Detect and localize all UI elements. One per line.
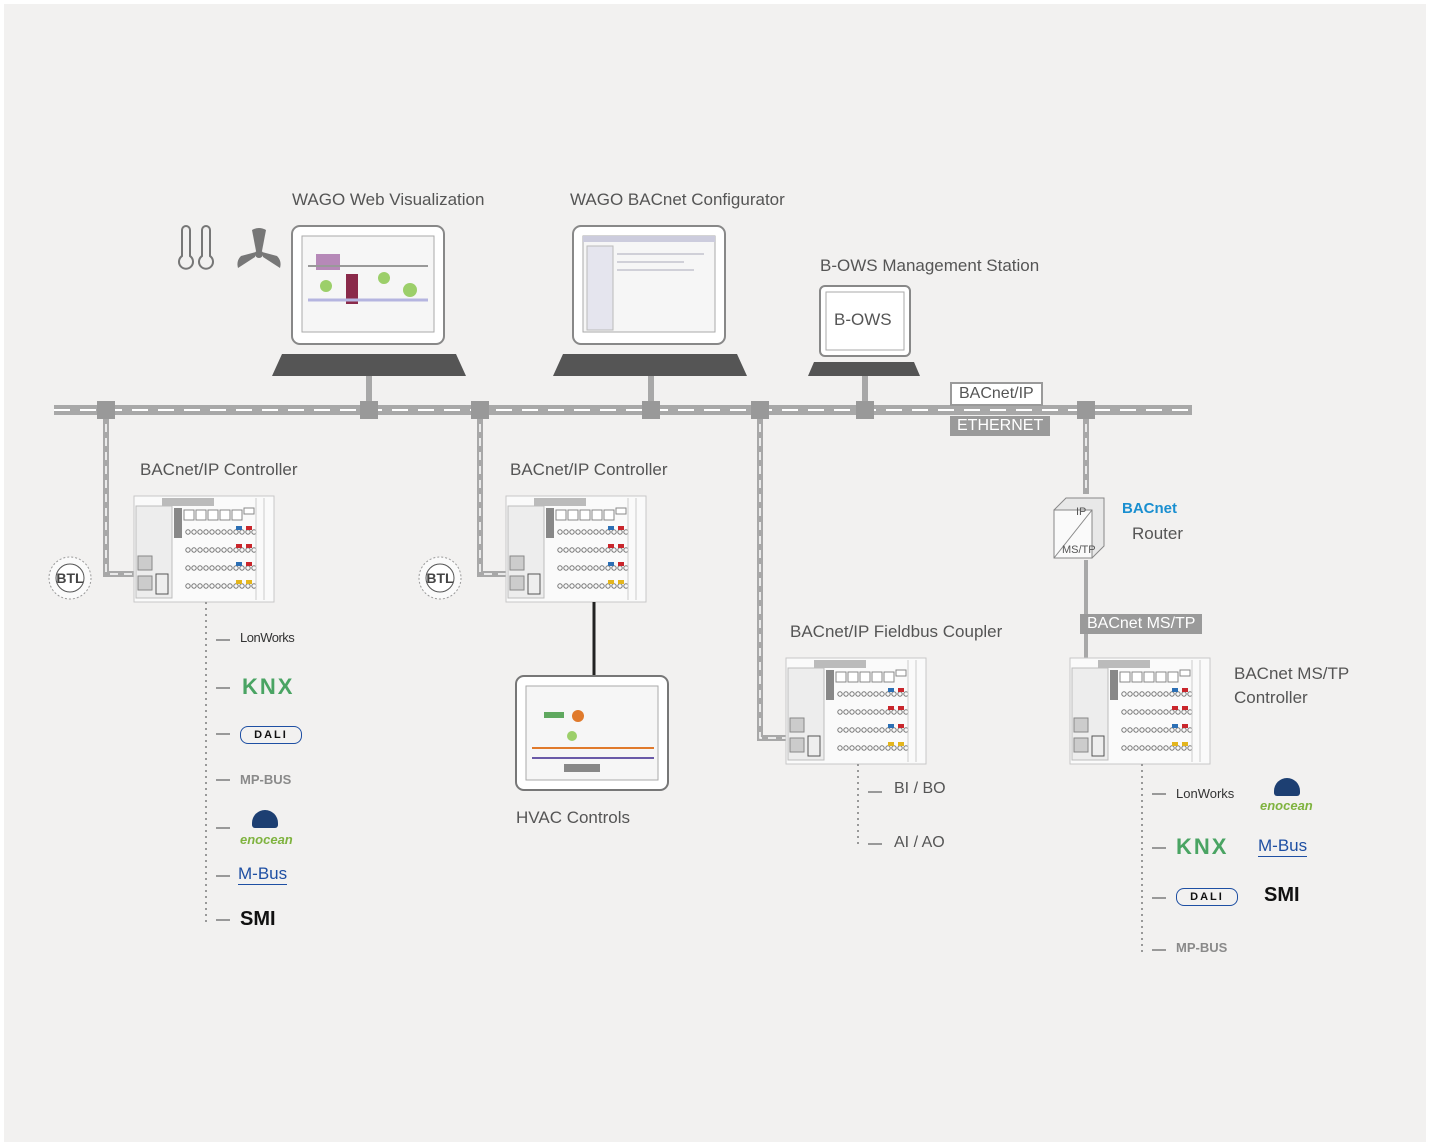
ethernet-tag: ETHERNET xyxy=(950,416,1051,436)
knx-logo-right: KNX xyxy=(1176,834,1229,859)
smi-logo-right: SMI xyxy=(1264,884,1300,906)
hvac-controls-label: HVAC Controls xyxy=(516,808,630,827)
bacnet-ip-tag: BACnet/IP xyxy=(950,382,1043,406)
bi-bo-label: BI / BO xyxy=(894,780,946,797)
dali-logo-right: DALI xyxy=(1176,888,1238,906)
controller-module-icon xyxy=(505,495,647,603)
mstp-controller-line2: Controller xyxy=(1234,688,1308,707)
ai-ao-label: AI / AO xyxy=(894,834,945,851)
web-visualization-label: WAGO Web Visualization xyxy=(292,190,485,209)
controller-module-icon xyxy=(1069,657,1211,765)
enocean-icon-right xyxy=(1274,778,1300,796)
mbus-logo-right: M-Bus xyxy=(1258,836,1308,857)
lonworks-logo: LonWorks xyxy=(240,630,295,645)
router-mstp-label: MS/TP xyxy=(1062,544,1096,556)
mbus-logo: M-Bus xyxy=(238,864,288,885)
controller-1-label: BACnet/IP Controller xyxy=(140,460,298,479)
mpbus-logo-right: MP-BUS xyxy=(1176,940,1228,955)
mstp-tag: BACnet MS/TP xyxy=(1080,614,1203,634)
bows-station-label: B-OWS Management Station xyxy=(820,256,1040,275)
diagram-graphics: BTL xyxy=(48,225,1211,954)
controller-2-label: BACnet/IP Controller xyxy=(510,460,668,479)
fieldbus-coupler-label: BACnet/IP Fieldbus Coupler xyxy=(790,622,1003,641)
btl-certification-icon xyxy=(48,556,92,600)
smi-logo: SMI xyxy=(240,908,276,930)
bacnet-configurator-label: WAGO BACnet Configurator xyxy=(570,190,785,209)
lonworks-logo-right: LonWorks xyxy=(1176,786,1235,801)
enocean-icon xyxy=(252,810,278,828)
laptop-icon xyxy=(553,225,747,376)
bows-screen-label: B-OWS xyxy=(834,310,892,329)
laptop-icon xyxy=(272,225,466,376)
fan-icon xyxy=(237,228,281,268)
knx-logo: KNX xyxy=(242,674,295,699)
enocean-logo: enocean xyxy=(240,832,293,847)
router-label: Router xyxy=(1132,524,1184,543)
router-ip-label: IP xyxy=(1076,506,1087,518)
controller-module-icon xyxy=(133,495,275,603)
bacnet-logo: BACnet xyxy=(1122,500,1177,517)
router-icon xyxy=(1053,497,1105,559)
controller-module-icon xyxy=(785,657,927,765)
dali-logo: DALI xyxy=(240,726,302,744)
btl-certification-icon xyxy=(418,556,462,600)
thermometer-icon xyxy=(178,225,214,270)
touch-panel-icon xyxy=(515,675,669,791)
mstp-controller-line1: BACnet MS/TP xyxy=(1234,664,1350,683)
enocean-logo-right: enocean xyxy=(1260,798,1313,813)
laptop-icon xyxy=(808,285,920,376)
network-diagram: BTL xyxy=(4,4,1426,1142)
mstp-controller-label: BACnet MS/TP Controller xyxy=(1234,662,1349,710)
mpbus-logo: MP-BUS xyxy=(240,772,292,787)
